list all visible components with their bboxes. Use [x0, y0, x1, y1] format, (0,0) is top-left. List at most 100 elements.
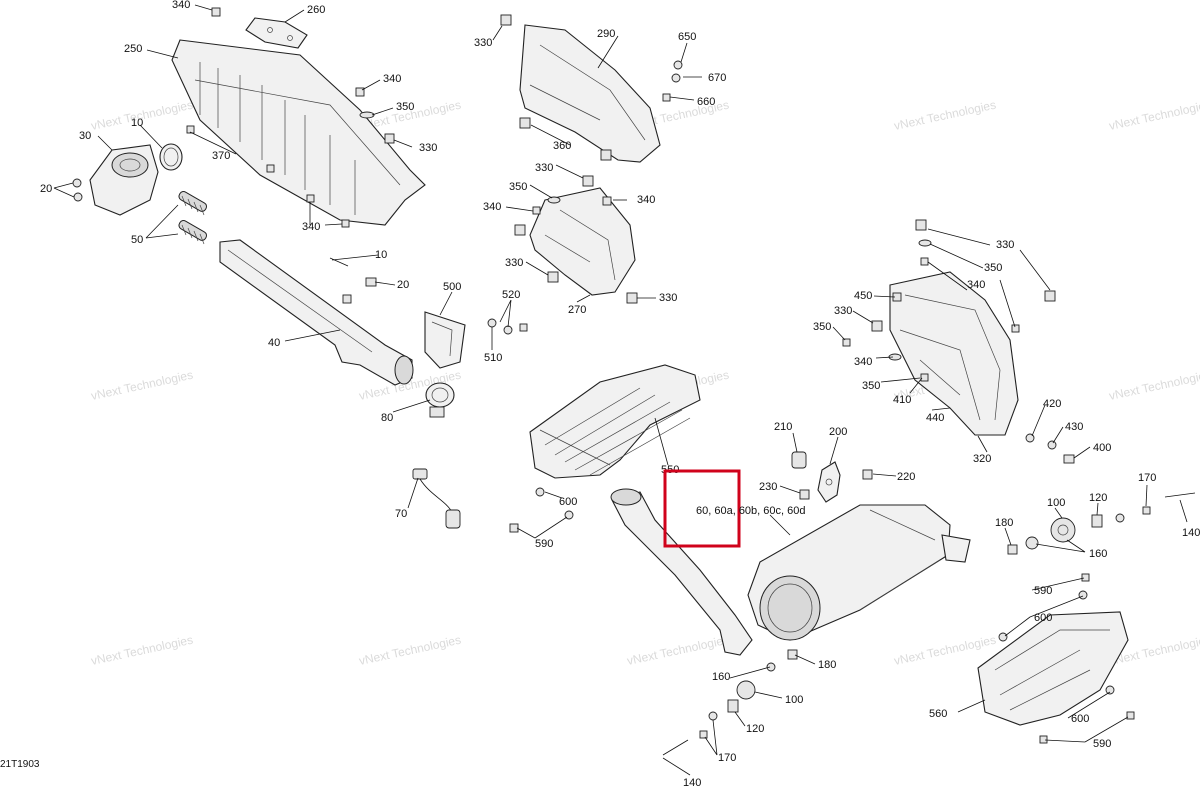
- callout-170: 170: [1138, 472, 1156, 484]
- callout-260: 260: [307, 4, 325, 16]
- callout-140: 140: [1182, 527, 1200, 539]
- watermark: vNext Technologies: [1108, 98, 1200, 133]
- callout-labels: 340 260 250 330 290 650 670 660 340 350 …: [40, 0, 1200, 788]
- callout-20: 20: [40, 183, 52, 195]
- callout-120: 120: [1089, 492, 1107, 504]
- callout-170: 170: [718, 752, 736, 764]
- callout-100: 100: [1047, 497, 1065, 509]
- callout-400: 400: [1093, 442, 1111, 454]
- callout-250: 250: [124, 43, 142, 55]
- callout-340: 340: [383, 73, 401, 85]
- watermark: vNext Technologies: [90, 368, 194, 403]
- callout-590: 590: [1093, 738, 1111, 750]
- part-drawings: [72, 7, 1196, 756]
- callout-340: 340: [637, 194, 655, 206]
- callout-560: 560: [929, 708, 947, 720]
- watermark: vNext Technologies: [893, 98, 997, 133]
- callout-360: 360: [553, 140, 571, 152]
- callout-510: 510: [484, 352, 502, 364]
- callout-320: 320: [973, 453, 991, 465]
- bracket-500: [424, 311, 466, 369]
- watermark: vNext Technologies: [626, 633, 730, 668]
- callout-650: 650: [678, 31, 696, 43]
- callout-330: 330: [834, 305, 852, 317]
- callout-430: 430: [1065, 421, 1083, 433]
- callout-290: 290: [597, 28, 615, 40]
- callout-590: 590: [535, 538, 553, 550]
- callout-30: 30: [79, 130, 91, 142]
- callout-340: 340: [302, 221, 320, 233]
- oxygen-sensor-70: [412, 468, 461, 529]
- callout-350: 350: [396, 101, 414, 113]
- callout-350: 350: [509, 181, 527, 193]
- heat-shield-250: [171, 39, 426, 226]
- plate-260: [245, 17, 308, 49]
- callout-370: 370: [212, 150, 230, 162]
- callout-350: 350: [813, 321, 831, 333]
- callout-450: 450: [854, 290, 872, 302]
- callout-230: 230: [759, 481, 777, 493]
- callout-600: 600: [559, 496, 577, 508]
- callout-10: 10: [131, 117, 143, 129]
- callout-160: 160: [712, 671, 730, 683]
- hardware: [72, 7, 1196, 756]
- callout-40: 40: [268, 337, 280, 349]
- callout-270: 270: [568, 304, 586, 316]
- callout-340: 340: [854, 356, 872, 368]
- muffler-tail-pipe: [941, 534, 971, 563]
- watermark: vNext Technologies: [893, 633, 997, 668]
- heat-shield-290: [519, 24, 661, 163]
- callout-210: 210: [774, 421, 792, 433]
- gasket-ring-10: [159, 143, 183, 171]
- callout-500: 500: [443, 281, 461, 293]
- diagram-reference-code: 21T1903: [0, 759, 40, 770]
- watermark: vNext Technologies: [358, 633, 462, 668]
- callout-440: 440: [926, 412, 944, 424]
- callout-600: 600: [1071, 713, 1089, 725]
- highlight-label: 60, 60a, 60b, 60c, 60d: [696, 505, 805, 517]
- heat-shield-250-ribs: [194, 62, 401, 215]
- callout-80: 80: [381, 412, 393, 424]
- muffler-inlet-pipe: [611, 491, 753, 656]
- callout-20: 20: [397, 279, 409, 291]
- watermark: vNext Technologies: [1108, 368, 1200, 403]
- watermark: vNext Technologies: [90, 633, 194, 668]
- heat-shield-560: [977, 611, 1129, 726]
- callout-50: 50: [131, 234, 143, 246]
- callout-350: 350: [862, 380, 880, 392]
- callout-330: 330: [659, 292, 677, 304]
- clamp-80: [425, 382, 455, 408]
- callout-160: 160: [1089, 548, 1107, 560]
- callout-670: 670: [708, 72, 726, 84]
- callout-600: 600: [1034, 612, 1052, 624]
- callout-330: 330: [996, 239, 1014, 251]
- callout-330: 330: [419, 142, 437, 154]
- highlight-leader: [769, 514, 791, 536]
- heat-shield-440: [889, 271, 1019, 436]
- bracket-200: [817, 461, 841, 503]
- callout-120: 120: [746, 723, 764, 735]
- callout-520: 520: [502, 289, 520, 301]
- callout-330: 330: [474, 37, 492, 49]
- leader-lines: [53, 4, 1188, 776]
- callout-70: 70: [395, 508, 407, 520]
- callout-330: 330: [505, 257, 523, 269]
- callout-410: 410: [893, 394, 911, 406]
- springs-50: [178, 191, 208, 245]
- callout-420: 420: [1043, 398, 1061, 410]
- callout-200: 200: [829, 426, 847, 438]
- highlight-box[interactable]: [663, 469, 741, 548]
- callout-180: 180: [818, 659, 836, 671]
- callout-340: 340: [172, 0, 190, 11]
- callout-340: 340: [483, 201, 501, 213]
- highlighted-callout-group: 60, 60a, 60b, 60c, 60d: [663, 469, 805, 548]
- callout-10: 10: [375, 249, 387, 261]
- heat-shield-270: [529, 187, 636, 296]
- callout-220: 220: [897, 471, 915, 483]
- callout-350: 350: [984, 262, 1002, 274]
- callout-340: 340: [967, 279, 985, 291]
- callout-590: 590: [1034, 585, 1052, 597]
- callout-100: 100: [785, 694, 803, 706]
- callout-140: 140: [683, 777, 701, 788]
